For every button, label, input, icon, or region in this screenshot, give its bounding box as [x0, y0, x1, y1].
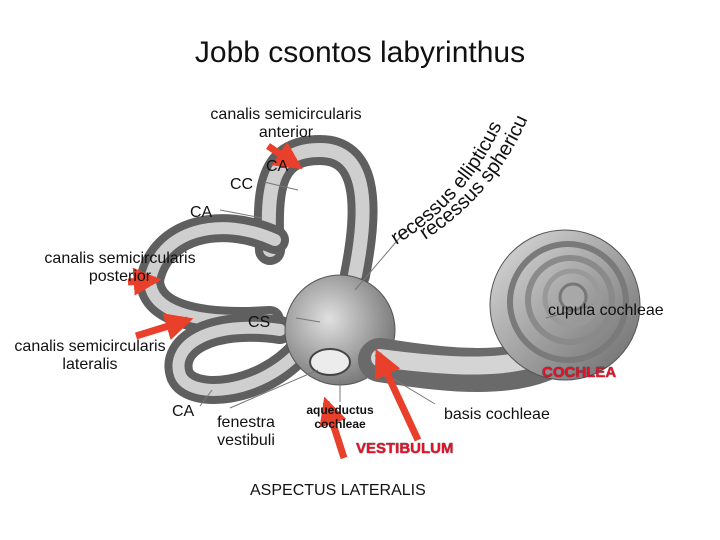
label-canalis-lateralis: canalis semicircularis lateralis: [14, 338, 166, 374]
label-cs: CS: [248, 314, 271, 331]
label-cupula-cochleae: cupula cochleae: [548, 302, 664, 319]
label-aqueductus-cochleae: aqueductus cochleae: [306, 403, 374, 431]
label-canalis-posterior: canalis semicircularis posterior: [44, 250, 196, 286]
label-ca-bottom: CA: [172, 403, 195, 420]
label-vestibulum: VESTIBULUM: [356, 440, 454, 457]
oval-window-shape: [309, 348, 351, 376]
label-basis-cochleae: basis cochleae: [444, 406, 550, 423]
label-canalis-anterior: canalis semicircularis anterior: [210, 106, 362, 142]
label-ca-top: CA: [266, 158, 289, 175]
leader-lines: [199, 181, 591, 409]
page-title: Jobb csontos labyrinthus: [194, 36, 526, 69]
label-fenestra-vestibuli: fenestra vestibuli: [217, 414, 275, 450]
pointer-arrows: [127, 141, 422, 460]
label-ca-left: CA: [190, 204, 213, 221]
label-aspectus-lateralis: ASPECTUS LATERALIS: [250, 482, 426, 499]
label-cc: CC: [230, 176, 254, 193]
label-cochlea: COCHLEA: [542, 364, 617, 381]
